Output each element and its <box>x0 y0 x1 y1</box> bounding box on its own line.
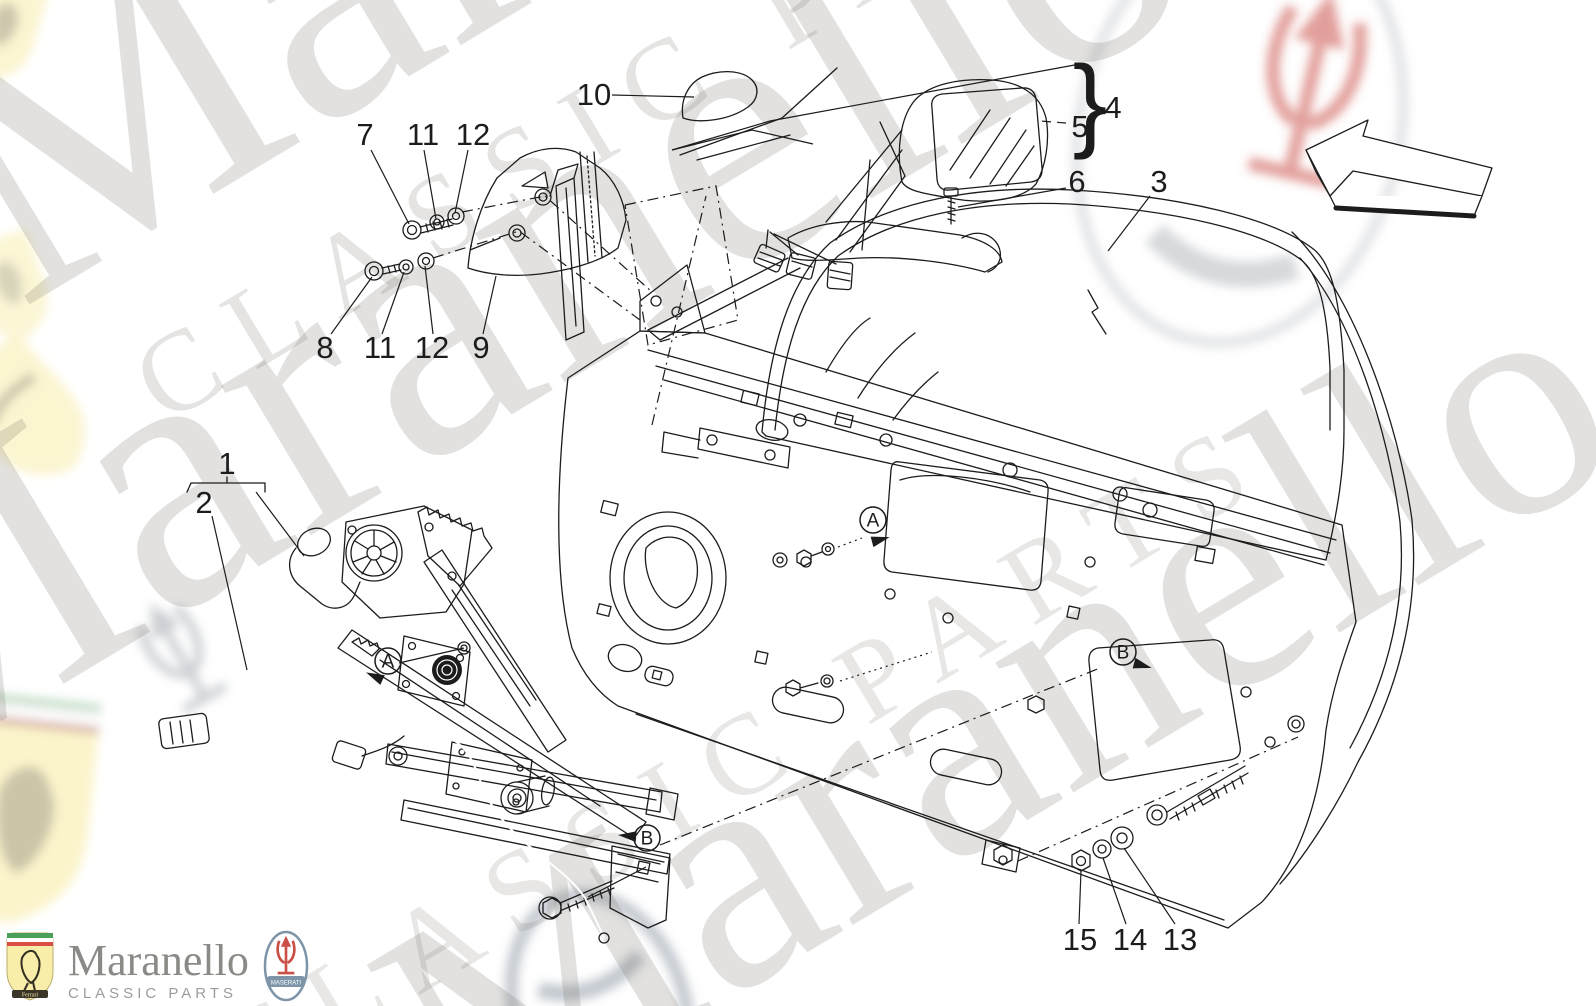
leader-line-dashed <box>1039 120 1067 124</box>
mirror-cover <box>681 71 758 122</box>
leader-line-solid <box>671 129 814 151</box>
background-brand-watermarks <box>0 0 1409 1006</box>
mirror-mount-bracket-group <box>364 147 627 281</box>
label-5: 5 <box>1071 109 1088 144</box>
brand-name-text: Maranello <box>68 936 249 986</box>
ferrari-shield-text: Ferrari <box>22 993 39 999</box>
label-12b: 12 <box>415 330 449 365</box>
maserati-oval-ghost-icon <box>504 888 696 1006</box>
view-marker-circle-A <box>859 506 887 534</box>
window-regulator-assembly <box>289 505 679 929</box>
maserati-badge-icon: MASERATI <box>263 930 309 1002</box>
door-assembly-drawing <box>158 67 1493 944</box>
door-outer-skin-edge <box>1279 231 1415 885</box>
ferrari-shield-icon: Ferrari <box>6 932 54 1001</box>
view-marker-arrow-B <box>618 831 637 842</box>
ferrari-shield-ghost-icon <box>0 230 48 339</box>
ferrari-shield-ghost-icon <box>0 0 48 80</box>
leader-line-dashdot <box>659 667 1101 846</box>
label-7: 7 <box>356 117 373 152</box>
view-marker-arrow-A <box>366 672 385 685</box>
leader-line-solid <box>671 63 1081 151</box>
label-15: 15 <box>1063 922 1097 957</box>
label-9: 9 <box>472 330 489 365</box>
leader-line-solid <box>255 491 305 557</box>
maserati-trident-ghost-icon <box>136 603 228 714</box>
leader-line-solid <box>611 94 695 98</box>
leader-line-solid <box>424 265 434 335</box>
leader-line-solid <box>587 866 647 898</box>
label-1: 1 <box>218 446 235 481</box>
leader-line-solid <box>1107 195 1151 252</box>
label-12a: 12 <box>456 117 490 152</box>
direction-arrow-icon <box>1305 119 1493 219</box>
label-13: 13 <box>1163 922 1197 957</box>
leader-lines <box>211 63 1299 925</box>
leader-line-solid <box>370 149 410 225</box>
leader-line-dashdot <box>432 230 641 321</box>
regulator-cable <box>158 706 610 944</box>
mirror-glass <box>931 87 1043 191</box>
leader-line-solid <box>482 275 497 335</box>
leader-line-dashdot <box>624 185 739 346</box>
leader-line-dashdot <box>461 195 653 293</box>
ferrari-shield-ghost-icon <box>0 335 85 475</box>
label-11a: 11 <box>407 117 439 152</box>
brand-tagline-text: CLASSIC PARTS <box>68 985 237 1002</box>
leader-line-solid <box>1102 857 1127 925</box>
view-marker-letter-A: A <box>382 652 395 673</box>
brace-4: } <box>1073 45 1108 161</box>
leader-line-solid <box>1123 847 1176 925</box>
mirror-stud <box>943 187 959 225</box>
view-marker-circle-A <box>374 647 402 675</box>
view-marker-letter-B: B <box>641 829 654 850</box>
leader-line-solid <box>330 276 373 335</box>
leader-line-solid <box>381 271 405 335</box>
leader-line-solid <box>211 515 248 671</box>
door-outer-skin-inner-line <box>1299 257 1403 749</box>
leader-line-dotted <box>839 651 933 682</box>
label-6: 6 <box>1068 164 1085 199</box>
brand-wordmark: Maranello CLASSIC PARTS <box>68 936 249 1002</box>
leader-line-solid <box>398 647 465 664</box>
door-inner-panel <box>549 163 1357 929</box>
leader-line-dashdot <box>1017 736 1299 862</box>
site-brand-footer[interactable]: Ferrari Maranello CLASSIC PARTS MASERATI <box>6 930 309 1002</box>
view-markers: A B A B <box>366 506 1152 852</box>
leader-line-solid <box>957 187 1067 208</box>
leader-line-dashdot <box>651 195 707 426</box>
label-3: 3 <box>1150 164 1167 199</box>
label-1-bracket <box>186 476 266 493</box>
leader-line-dotted <box>837 537 863 548</box>
view-marker-circle-B <box>1109 638 1137 666</box>
view-marker-arrow-B <box>1132 657 1152 669</box>
label-2: 2 <box>195 485 212 520</box>
label-4: 4 <box>1104 90 1121 125</box>
label-8: 8 <box>316 330 333 365</box>
door-mirror-assembly <box>647 67 1049 341</box>
view-marker-arrow-A <box>870 536 890 548</box>
ferrari-shield-ghost-icon <box>0 690 102 924</box>
view-marker-letter-B: B <box>1117 643 1130 664</box>
leader-line-solid <box>454 149 469 214</box>
leader-line-solid <box>1078 870 1082 925</box>
label-10: 10 <box>577 77 611 112</box>
lower-fastener-set <box>1071 715 1305 872</box>
label-11b: 11 <box>364 330 396 365</box>
label-14: 14 <box>1113 922 1147 957</box>
maserati-badge-text: MASERATI <box>271 981 302 987</box>
view-marker-letter-A: A <box>867 511 880 532</box>
leader-line-solid <box>423 149 437 220</box>
